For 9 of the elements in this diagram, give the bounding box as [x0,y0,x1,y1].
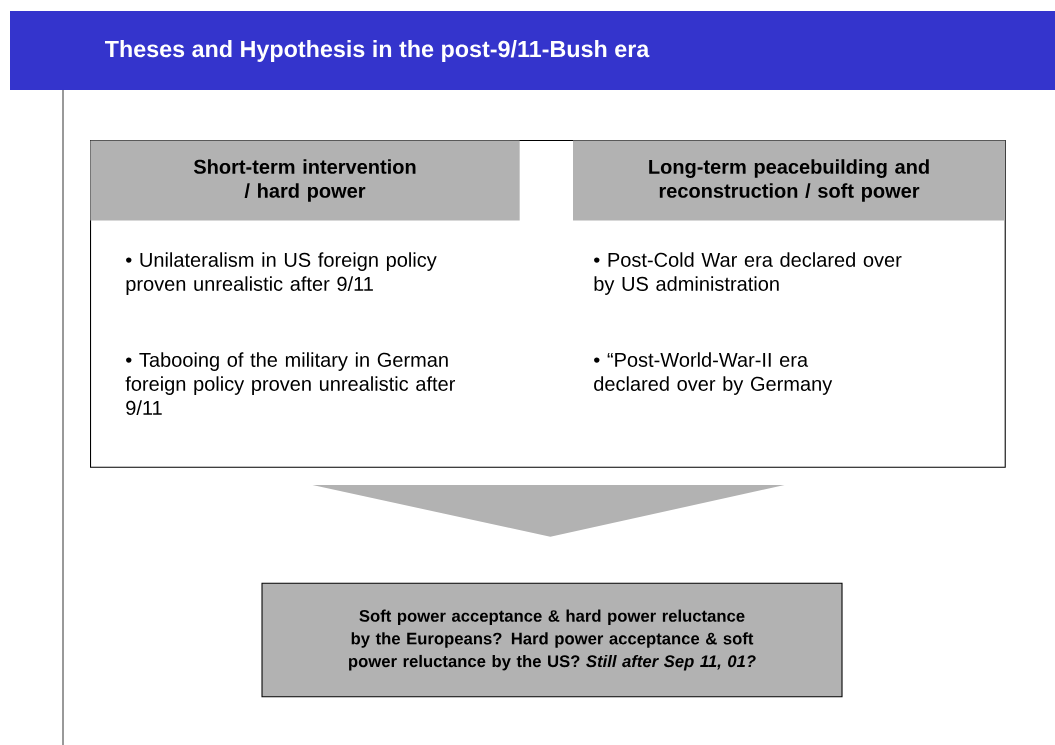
arrow [312,485,785,537]
header-box: Short-term intervention / hard power [90,140,520,221]
conclusion-box: Soft power acceptance & hard power reluctance by the Europeans? Hard power acceptance & soft power reluctance by the US? Still after Sep 11, 01? [261,582,843,698]
bullet-text: • Tabooing of the military in German foreign policy proven unrealistic after 9/11 [125,352,456,415]
bullet-text: • Post-Cold War era declared over by US administration [594,252,902,295]
bullet-text: • “Post-World-War-II era declared over by Germany [594,352,833,395]
header-box: Long-term peacebuilding and reconstruction / soft power [573,140,1005,221]
title-band: Theses and Hypothesis in the post-9/11-Bush era [10,11,1055,90]
bullet-text: • Unilateralism in US foreign policy proven unrealistic after 9/11 [126,252,437,295]
